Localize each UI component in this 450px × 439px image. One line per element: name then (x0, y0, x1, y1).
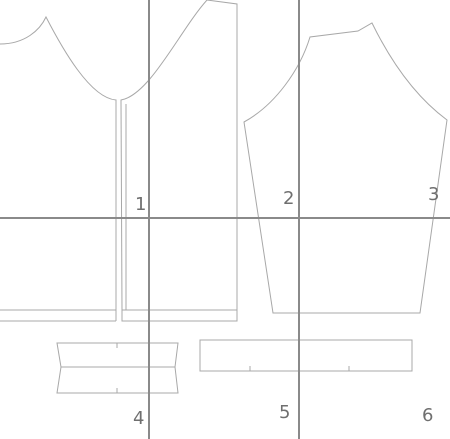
page-number-6: 6 (422, 405, 433, 426)
front-bodice-piece (0, 15, 117, 311)
page-number-5: 5 (279, 402, 290, 423)
page-number-1: 1 (135, 194, 146, 215)
cuff-band-piece (199, 339, 413, 372)
page-number-4: 4 (133, 408, 144, 429)
page-number-2: 2 (283, 188, 294, 209)
page-number-3: 3 (428, 184, 439, 205)
sleeve-piece (243, 22, 448, 314)
waistband-piece (56, 342, 179, 394)
back-bodice-piece (120, 0, 238, 322)
